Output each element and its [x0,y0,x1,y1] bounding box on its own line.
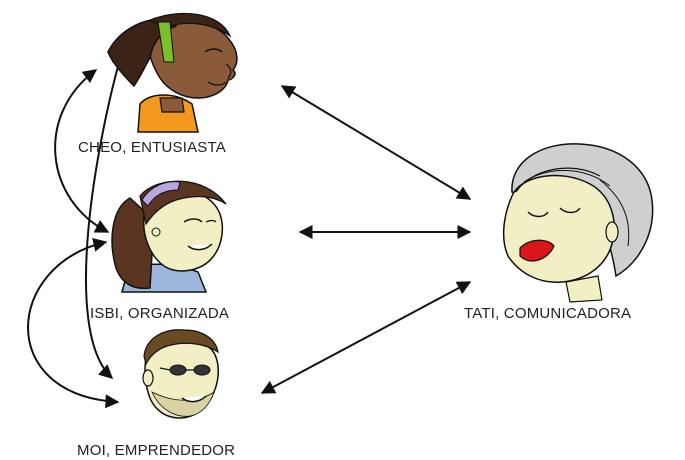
label-isbi: ISBI, ORGANIZADA [90,305,230,322]
person-gray-hair-red-lips-icon [502,143,654,303]
arrow-cheo-moi [84,50,126,379]
arrow-cheo-isbi [54,69,110,233]
label-cheo: CHEO, ENTUSIASTA [78,139,226,156]
connectors [27,50,472,409]
arrow-isbi-moi [27,237,120,409]
label-moi: MOI, EMPRENDEDOR [77,442,236,459]
arrow-moi-tati [260,281,472,394]
person-glasses-beard-icon [142,329,219,419]
arrow-cheo-tati [280,85,472,200]
label-tati: TATI, COMUNICADORA [464,305,632,322]
person-dreadlocks-headband-icon [107,12,238,133]
person-long-hair-headband-icon [111,180,227,293]
